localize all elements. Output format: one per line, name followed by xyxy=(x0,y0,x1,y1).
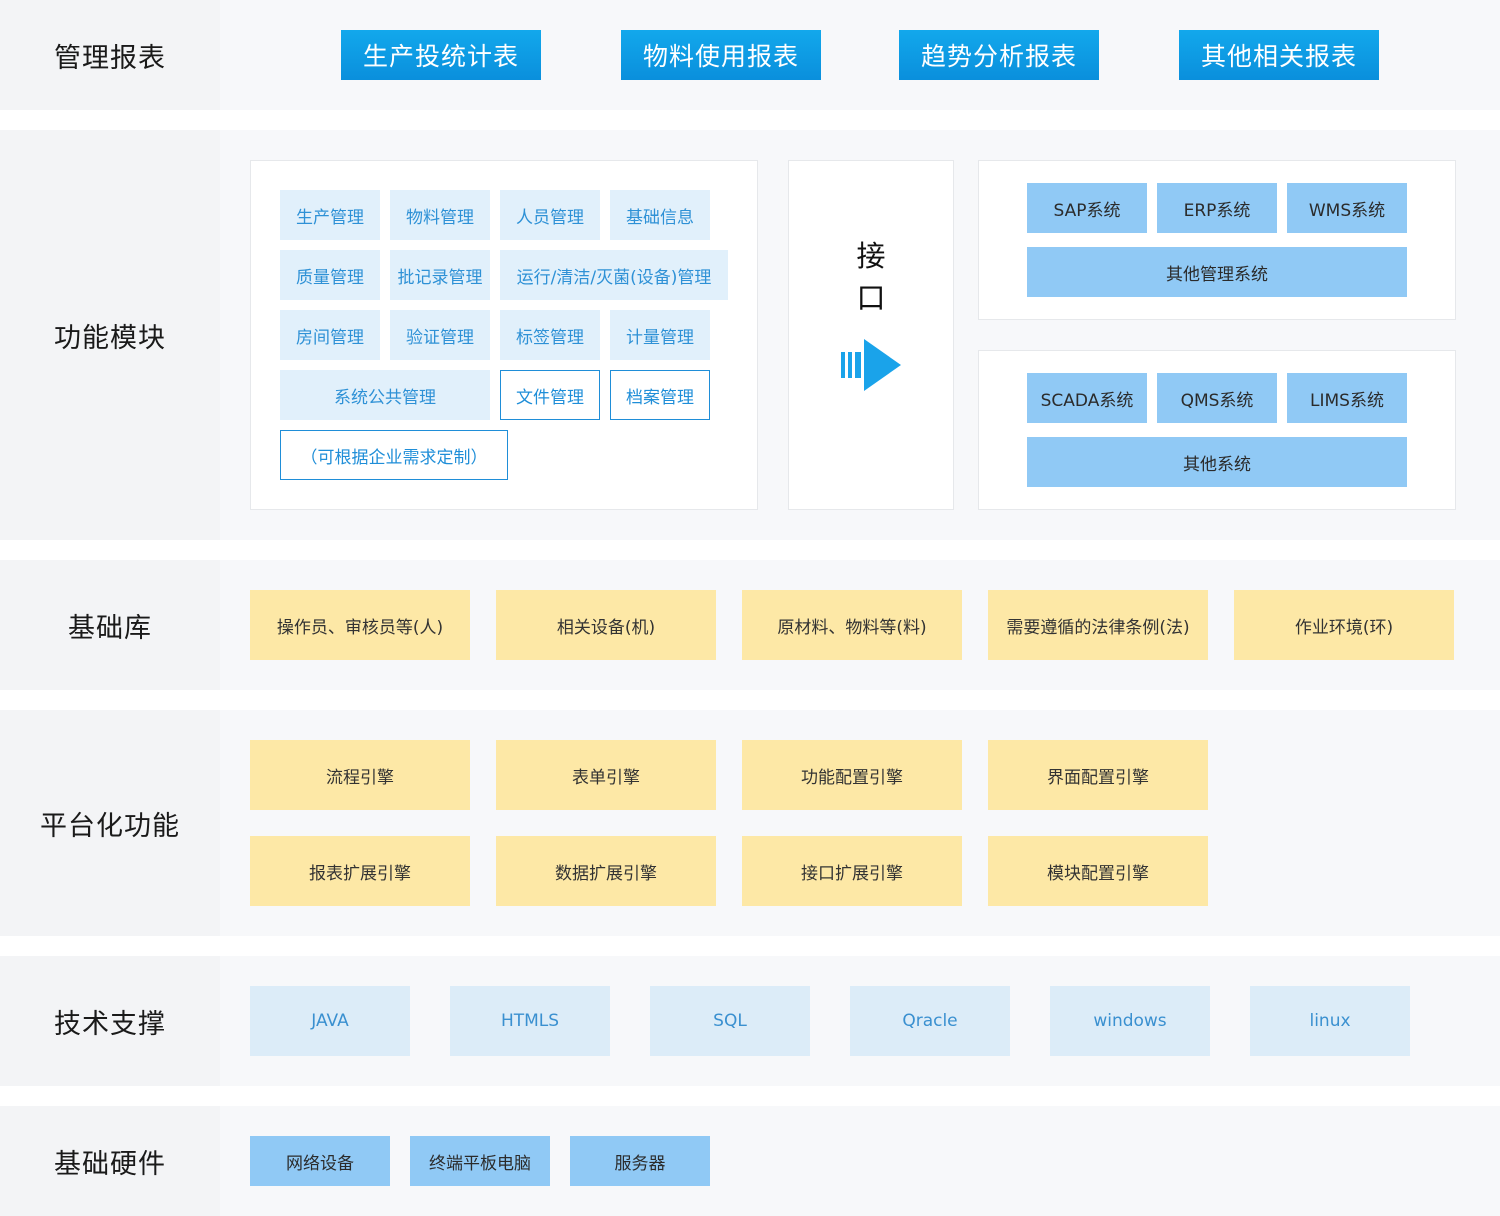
module-quality[interactable]: 质量管理 xyxy=(280,250,380,300)
base-item-people[interactable]: 操作员、审核员等(人) xyxy=(250,590,470,660)
engine-data-extension[interactable]: 数据扩展引擎 xyxy=(496,836,716,906)
base-item-environment[interactable]: 作业环境(环) xyxy=(1234,590,1454,660)
system-lims[interactable]: LIMS系统 xyxy=(1287,373,1407,423)
module-material[interactable]: 物料管理 xyxy=(390,190,490,240)
row-label-hardware: 基础硬件 xyxy=(0,1106,220,1216)
tech-sql[interactable]: SQL xyxy=(650,986,810,1056)
module-custom[interactable]: （可根据企业需求定制） xyxy=(280,430,508,480)
row-label-reports: 管理报表 xyxy=(0,0,220,110)
base-item-materials[interactable]: 原材料、物料等(料) xyxy=(742,590,962,660)
base-item-equipment[interactable]: 相关设备(机) xyxy=(496,590,716,660)
row-label-modules: 功能模块 xyxy=(0,130,220,540)
system-wms[interactable]: WMS系统 xyxy=(1287,183,1407,233)
engine-module-config[interactable]: 模块配置引擎 xyxy=(988,836,1208,906)
module-validation[interactable]: 验证管理 xyxy=(390,310,490,360)
engine-form[interactable]: 表单引擎 xyxy=(496,740,716,810)
row-label-tech: 技术支撑 xyxy=(0,956,220,1086)
system-qms[interactable]: QMS系统 xyxy=(1157,373,1277,423)
report-button-trend[interactable]: 趋势分析报表 xyxy=(899,30,1099,80)
engine-function-config[interactable]: 功能配置引擎 xyxy=(742,740,962,810)
engine-workflow[interactable]: 流程引擎 xyxy=(250,740,470,810)
engine-ui-config[interactable]: 界面配置引擎 xyxy=(988,740,1208,810)
tech-linux[interactable]: linux xyxy=(1250,986,1410,1056)
module-production[interactable]: 生产管理 xyxy=(280,190,380,240)
arrow-stripe-3 xyxy=(855,352,861,378)
system-sap[interactable]: SAP系统 xyxy=(1027,183,1147,233)
module-personnel[interactable]: 人员管理 xyxy=(500,190,600,240)
interface-char-1: 接 xyxy=(856,239,886,273)
system-other-management[interactable]: 其他管理系统 xyxy=(1027,247,1407,297)
arrow-stripe-2 xyxy=(848,352,852,378)
report-button-other[interactable]: 其他相关报表 xyxy=(1179,30,1379,80)
arrow-head xyxy=(864,339,901,391)
module-batch-record[interactable]: 批记录管理 xyxy=(390,250,490,300)
tech-java[interactable]: JAVA xyxy=(250,986,410,1056)
tech-oracle[interactable]: Qracle xyxy=(850,986,1010,1056)
module-room[interactable]: 房间管理 xyxy=(280,310,380,360)
system-other[interactable]: 其他系统 xyxy=(1027,437,1407,487)
system-erp[interactable]: ERP系统 xyxy=(1157,183,1277,233)
module-document[interactable]: 文件管理 xyxy=(500,370,600,420)
module-equipment-run[interactable]: 运行/清洁/灭菌(设备)管理 xyxy=(500,250,728,300)
report-button-material[interactable]: 物料使用报表 xyxy=(621,30,821,80)
hardware-tablet[interactable]: 终端平板电脑 xyxy=(410,1136,550,1186)
row-label-platform: 平台化功能 xyxy=(0,710,220,936)
module-label[interactable]: 标签管理 xyxy=(500,310,600,360)
tech-windows[interactable]: windows xyxy=(1050,986,1210,1056)
interface-panel: 接 口 xyxy=(788,160,954,510)
row-label-base-library: 基础库 xyxy=(0,560,220,690)
module-archive[interactable]: 档案管理 xyxy=(610,370,710,420)
hardware-network[interactable]: 网络设备 xyxy=(250,1136,390,1186)
module-system-common[interactable]: 系统公共管理 xyxy=(280,370,490,420)
base-item-regulations[interactable]: 需要遵循的法律条例(法) xyxy=(988,590,1208,660)
interface-char-2: 口 xyxy=(856,281,886,315)
engine-report-extension[interactable]: 报表扩展引擎 xyxy=(250,836,470,906)
report-button-production[interactable]: 生产投统计表 xyxy=(341,30,541,80)
engine-interface-extension[interactable]: 接口扩展引擎 xyxy=(742,836,962,906)
module-metrology[interactable]: 计量管理 xyxy=(610,310,710,360)
module-basic-info[interactable]: 基础信息 xyxy=(610,190,710,240)
hardware-server[interactable]: 服务器 xyxy=(570,1136,710,1186)
arrow-right-icon xyxy=(841,339,901,391)
tech-html[interactable]: HTMLS xyxy=(450,986,610,1056)
arrow-stripe-1 xyxy=(841,352,845,378)
system-scada[interactable]: SCADA系统 xyxy=(1027,373,1147,423)
